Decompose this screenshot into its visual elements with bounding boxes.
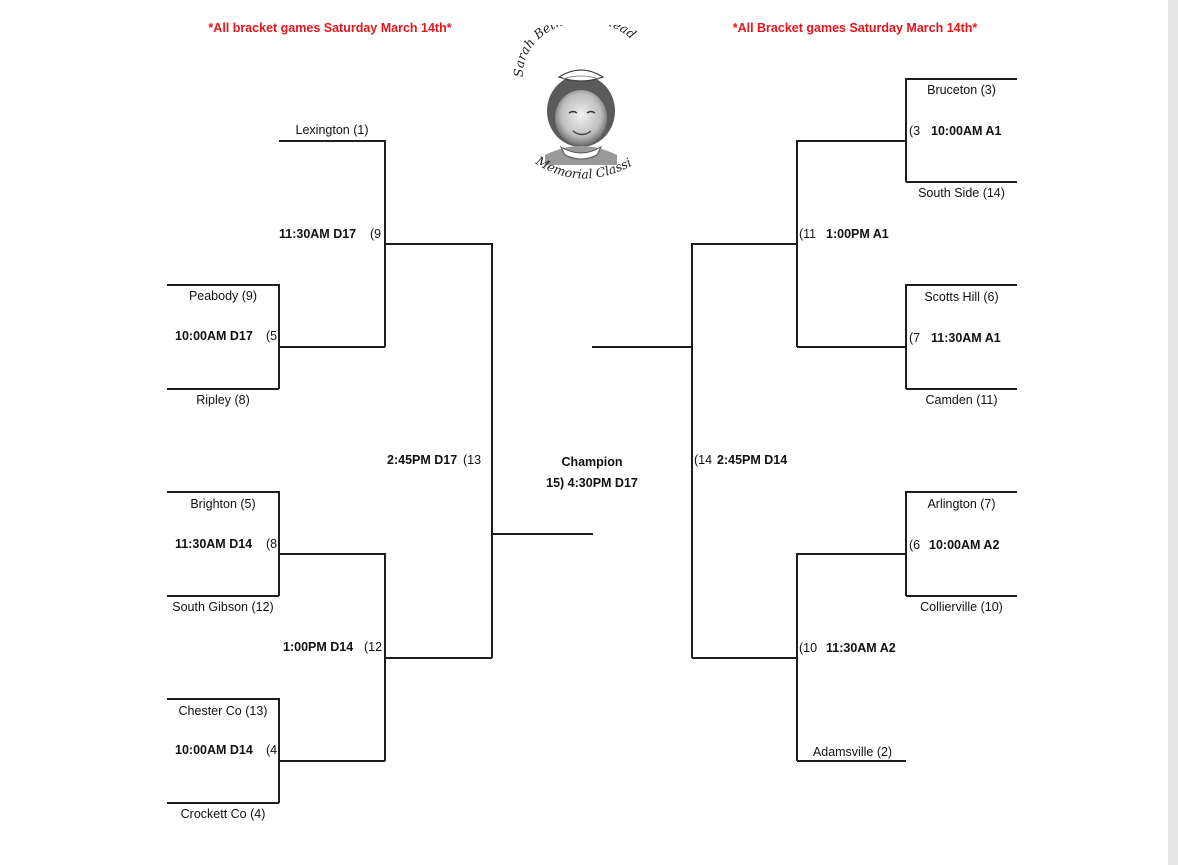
line-game10-out xyxy=(692,657,797,659)
game4-number: (4 xyxy=(266,743,278,757)
line-game12-join xyxy=(384,553,386,761)
line-game4-out xyxy=(279,760,385,762)
line-game13-out xyxy=(492,533,593,535)
line-game14-join xyxy=(691,243,693,658)
game13-time: 2:45PM D17 xyxy=(387,453,458,467)
line-game11-out xyxy=(692,243,797,245)
game9-number: (9 xyxy=(370,227,382,241)
line-south-gibson xyxy=(167,595,279,597)
line-south-side xyxy=(906,181,1017,183)
line-arlington xyxy=(906,491,1017,493)
team-brighton: Brighton (5) xyxy=(190,497,256,511)
team-peabody: Peabody (9) xyxy=(188,289,258,303)
game11-number: (11 xyxy=(799,227,817,241)
game10-time: 11:30AM A2 xyxy=(826,641,896,655)
svg-text:Sarah Beth Whitehead: Sarah Beth Whitehead xyxy=(511,25,639,77)
game14-number: (14 xyxy=(694,453,713,467)
team-south-gibson: South Gibson (12) xyxy=(172,600,274,614)
champion-game: 15) 4:30PM D17 xyxy=(546,476,638,490)
line-scotts-hill xyxy=(906,284,1017,286)
team-camden: Camden (11) xyxy=(925,393,998,407)
line-bruceton xyxy=(906,78,1017,80)
line-game7-join xyxy=(905,284,907,389)
line-game13-join xyxy=(491,243,493,658)
game7-number: (7 xyxy=(909,331,921,345)
right-schedule-note: *All Bracket games Saturday March 14th* xyxy=(732,21,978,35)
game9-time: 11:30AM D17 xyxy=(279,227,357,241)
team-arlington: Arlington (7) xyxy=(927,497,996,511)
line-game11-join xyxy=(796,140,798,347)
team-bruceton: Bruceton (3) xyxy=(927,83,996,97)
line-game6-out xyxy=(797,553,906,555)
line-game3-out xyxy=(797,140,906,142)
line-lexington xyxy=(279,140,385,142)
line-game8-join xyxy=(278,491,280,596)
memorial-classic-logo: Sarah Beth Whitehead Memorial Classic xyxy=(505,25,639,182)
line-game3-join xyxy=(905,78,907,182)
game12-number: (12 xyxy=(364,640,383,654)
line-game5-join xyxy=(278,284,280,389)
line-adamsville xyxy=(797,760,906,762)
game7-time: 11:30AM A1 xyxy=(931,331,1001,345)
game11-time: 1:00PM A1 xyxy=(826,227,889,241)
line-game8-out xyxy=(279,553,385,555)
game6-number: (6 xyxy=(909,538,921,552)
game5-time: 10:00AM D17 xyxy=(175,329,253,343)
line-game5-out xyxy=(279,346,385,348)
champion-label: Champion xyxy=(561,455,623,469)
team-lexington: Lexington (1) xyxy=(295,123,369,137)
game8-number: (8 xyxy=(266,537,278,551)
game8-time: 11:30AM D14 xyxy=(175,537,253,551)
game13-number: (13 xyxy=(463,453,482,467)
game10-number: (10 xyxy=(799,641,818,655)
line-camden xyxy=(906,388,1017,390)
left-schedule-note: *All bracket games Saturday March 14th* xyxy=(208,21,452,35)
team-ripley: Ripley (8) xyxy=(196,393,250,407)
line-game9-out xyxy=(385,243,492,245)
game5-number: (5 xyxy=(266,329,278,343)
line-chester-co xyxy=(167,698,279,700)
game3-time: 10:00AM A1 xyxy=(931,124,1002,138)
line-crockett-co xyxy=(167,802,279,804)
line-game7-out xyxy=(797,346,906,348)
line-ripley xyxy=(167,388,279,390)
line-brighton xyxy=(167,491,279,493)
team-chester-co: Chester Co (13) xyxy=(178,704,268,718)
team-collierville: Collierville (10) xyxy=(920,600,1003,614)
team-scotts-hill: Scotts Hill (6) xyxy=(924,290,999,304)
line-game4-join xyxy=(278,698,280,803)
line-collierville xyxy=(906,595,1017,597)
game12-time: 1:00PM D14 xyxy=(283,640,354,654)
team-south-side: South Side (14) xyxy=(918,186,1005,200)
line-game14-out xyxy=(592,346,692,348)
team-adamsville: Adamsville (2) xyxy=(812,745,893,759)
game4-time: 10:00AM D14 xyxy=(175,743,253,757)
line-game9-join xyxy=(384,140,386,347)
line-peabody xyxy=(167,284,279,286)
game3-number: (3 xyxy=(909,124,921,138)
game14-time: 2:45PM D14 xyxy=(717,453,788,467)
game6-time: 10:00AM A2 xyxy=(929,538,1000,552)
line-game10-join xyxy=(796,553,798,761)
team-crockett-co: Crockett Co (4) xyxy=(180,807,266,821)
line-game12-out xyxy=(385,657,492,659)
line-game6-join xyxy=(905,491,907,596)
